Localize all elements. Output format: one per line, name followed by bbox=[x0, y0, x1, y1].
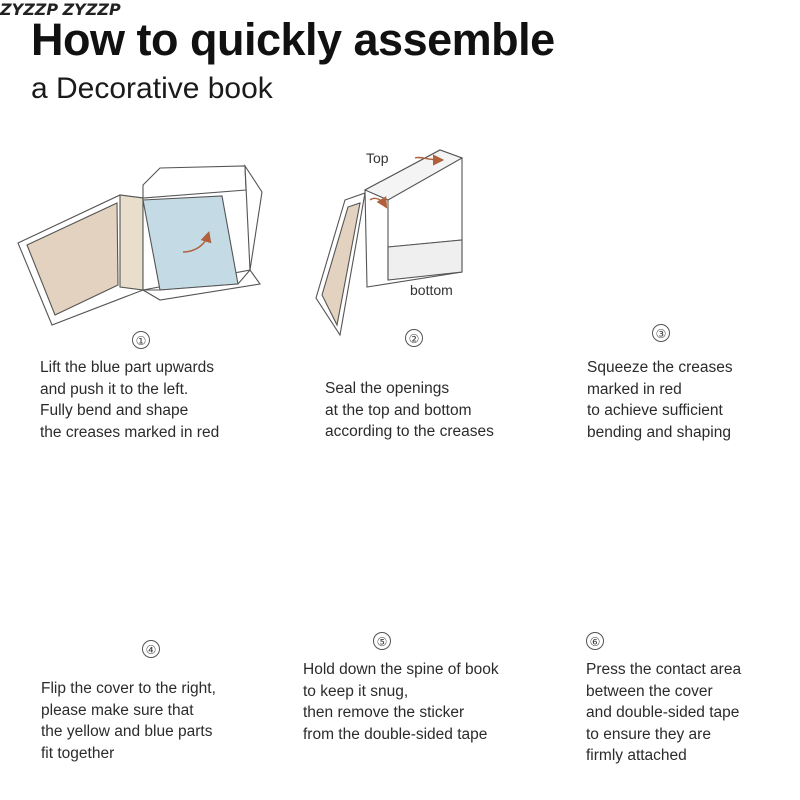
bottom-label: bottom bbox=[410, 282, 453, 298]
step-4-text: Flip the cover to the right, please make… bbox=[41, 678, 216, 764]
step-2-line: Seal the openings bbox=[325, 380, 450, 397]
step-3-text: Squeeze the creases marked in red to ach… bbox=[587, 357, 733, 443]
step-5-line: to keep it snug, bbox=[303, 682, 409, 700]
step-1-number: ① bbox=[132, 331, 150, 349]
step-1-text: Lift the blue part upwards and push it t… bbox=[40, 357, 219, 443]
step-2-line: at the top and bottom bbox=[325, 401, 472, 419]
step-4-line: Flip the cover to the right, bbox=[41, 680, 216, 697]
step-3-line: Squeeze the creases bbox=[587, 359, 733, 376]
step-3-line: marked in red bbox=[587, 380, 682, 398]
step-6-line: to ensure they are bbox=[586, 725, 711, 743]
step-5-number: ⑤ bbox=[373, 632, 391, 650]
step-5-line: then remove the sticker bbox=[303, 704, 465, 721]
step-3-line: bending and shaping bbox=[587, 423, 731, 441]
step-3-line: to achieve sufficient bbox=[587, 402, 723, 419]
top-label: Top bbox=[366, 150, 389, 166]
step-1-line: the creases marked in red bbox=[40, 423, 220, 441]
step-6-text: Press the contact area between the cover… bbox=[586, 659, 741, 767]
page-title: How to quickly assemble bbox=[31, 14, 555, 65]
step-5-text: Hold down the spine of book to keep it s… bbox=[303, 659, 499, 745]
step-4-line: please make sure that bbox=[41, 701, 194, 719]
step-2-number: ② bbox=[405, 329, 423, 347]
step-6-illustration: ZYZZP bbox=[62, 0, 121, 19]
step-6-line: between the cover bbox=[586, 682, 713, 700]
brand-mark-5: ZYZZP bbox=[0, 0, 59, 19]
step-5-line: from the double-sided tape bbox=[303, 725, 488, 743]
step-2-line: according to the creases bbox=[325, 423, 494, 440]
brand-mark-6: ZYZZP bbox=[62, 0, 121, 19]
step-1-line: Lift the blue part upwards bbox=[40, 359, 215, 376]
step-5-illustration: ZYZZP bbox=[0, 0, 63, 19]
step-3-number: ③ bbox=[652, 324, 670, 342]
step-6-number: ⑥ bbox=[586, 632, 604, 650]
step-6-line: and double-sided tape bbox=[586, 704, 740, 721]
step-6-line: Press the contact area bbox=[586, 661, 742, 678]
step-1-line: Fully bend and shape bbox=[40, 402, 189, 419]
step-5-line: Hold down the spine of book bbox=[303, 661, 499, 678]
step-1-line: and push it to the left. bbox=[40, 380, 189, 398]
step-2-illustration bbox=[315, 149, 464, 337]
step-4-line: the yellow and blue parts bbox=[41, 723, 213, 740]
step-6-line: firmly attached bbox=[586, 747, 687, 764]
page-subtitle: a Decorative book bbox=[31, 72, 273, 105]
step-4-number: ④ bbox=[142, 640, 160, 658]
step-4-line: fit together bbox=[41, 744, 115, 762]
step-2-text: Seal the openings at the top and bottom … bbox=[325, 378, 494, 443]
step-1-illustration bbox=[17, 164, 263, 326]
